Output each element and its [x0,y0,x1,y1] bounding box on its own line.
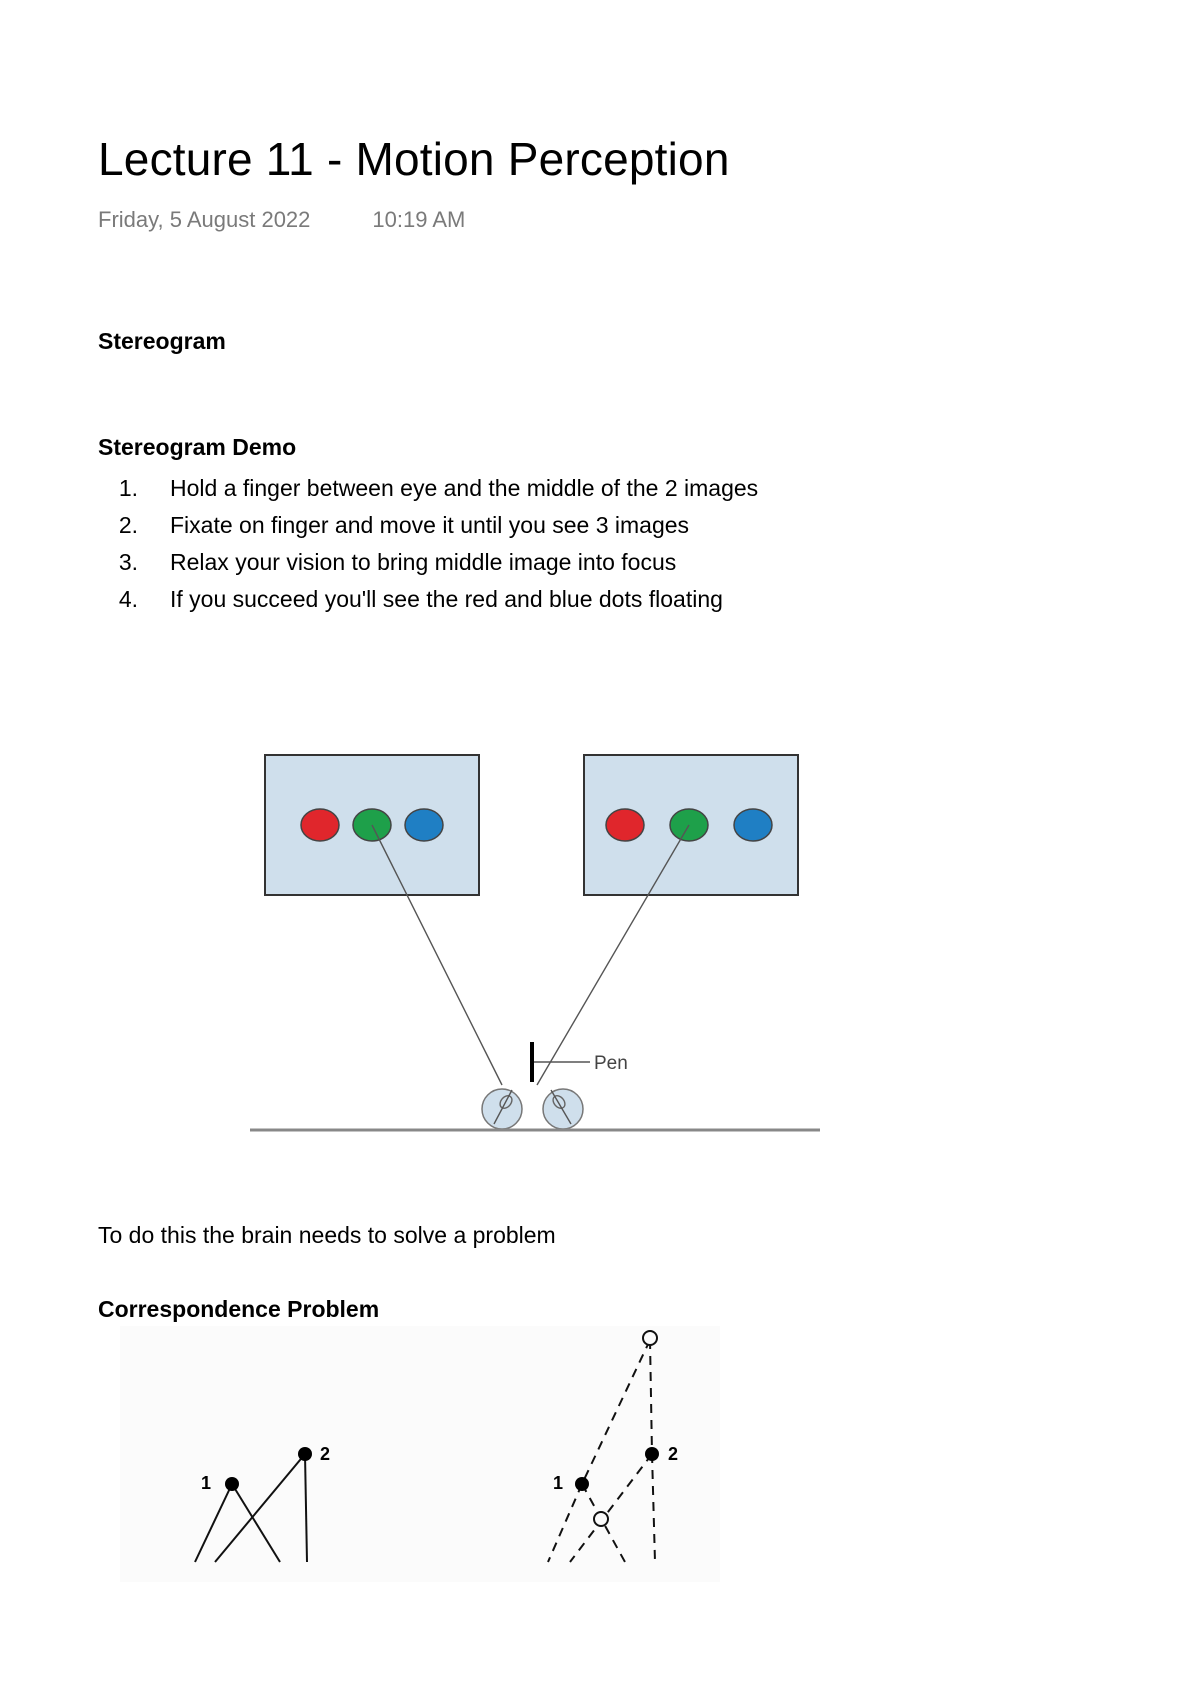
left-line-c [214,1453,306,1563]
left-label-2: 2 [320,1444,330,1464]
right-dash-6 [651,1453,656,1563]
list-item-number: 3. [118,549,138,575]
left-eye-lens [499,1095,513,1109]
left-label-1: 1 [201,1473,211,1493]
right-false-match-top [642,1330,658,1346]
right-blue-dot [733,808,773,842]
left-eye-ray [493,1089,513,1125]
right-point-1 [575,1477,589,1491]
right-dash-5 [569,1453,653,1563]
right-label-2: 2 [668,1444,678,1464]
left-red-dot [300,808,340,842]
list-item: 3. Relax your vision to bring middle imag… [98,544,758,581]
left-blue-dot [404,808,444,842]
right-point-2 [645,1447,659,1461]
right-dash-1 [581,1339,651,1485]
list-item: 2. Fixate on finger and move it until you… [98,507,758,544]
list-item-number: 4. [118,586,138,612]
pen-label: Pen [594,1053,628,1074]
page-meta: Friday, 5 August 2022 10:19 AM [98,207,465,233]
right-false-match-bottom [593,1511,609,1527]
left-sight-line [371,824,503,1086]
demo-steps-list: 1. Hold a finger between eye and the midd… [98,470,758,618]
right-label-1: 1 [553,1473,563,1493]
page-date: Friday, 5 August 2022 [98,207,311,232]
left-point-1 [225,1477,239,1491]
list-item-number: 1. [118,475,138,501]
list-item-text: Relax your vision to bring middle image … [170,549,677,575]
right-eye-icon [542,1088,584,1130]
list-item-text: Hold a finger between eye and the middle… [170,475,759,501]
correspondence-diagram: 1 2 1 2 [120,1326,720,1582]
transition-paragraph: To do this the brain needs to solve a pr… [98,1222,556,1248]
left-line-b [231,1483,281,1563]
list-item-text: Fixate on finger and move it until you s… [170,512,690,538]
correspondence-problem-heading: Correspondence Problem [98,1296,380,1322]
list-item: 4. If you succeed you'll see the red and … [98,581,758,618]
right-dash-2 [649,1339,653,1455]
left-point-2 [298,1447,312,1461]
right-red-dot [605,808,645,842]
page-title: Lecture 11 - Motion Perception [98,133,730,185]
stereogram-demo-heading: Stereogram Demo [98,434,297,460]
page-time: 10:19 AM [372,207,466,232]
right-sight-line [536,824,690,1086]
list-item-number: 2. [118,512,138,538]
stereogram-diagram: Pen [250,754,820,1132]
right-dash-3 [547,1483,583,1563]
stereogram-heading: Stereogram [98,328,226,354]
right-eye-ray [550,1089,572,1125]
list-item-text: If you succeed you'll see the red and bl… [170,586,723,612]
left-line-d [304,1453,308,1563]
left-line-a [194,1483,233,1563]
list-item: 1. Hold a finger between eye and the midd… [98,470,758,507]
